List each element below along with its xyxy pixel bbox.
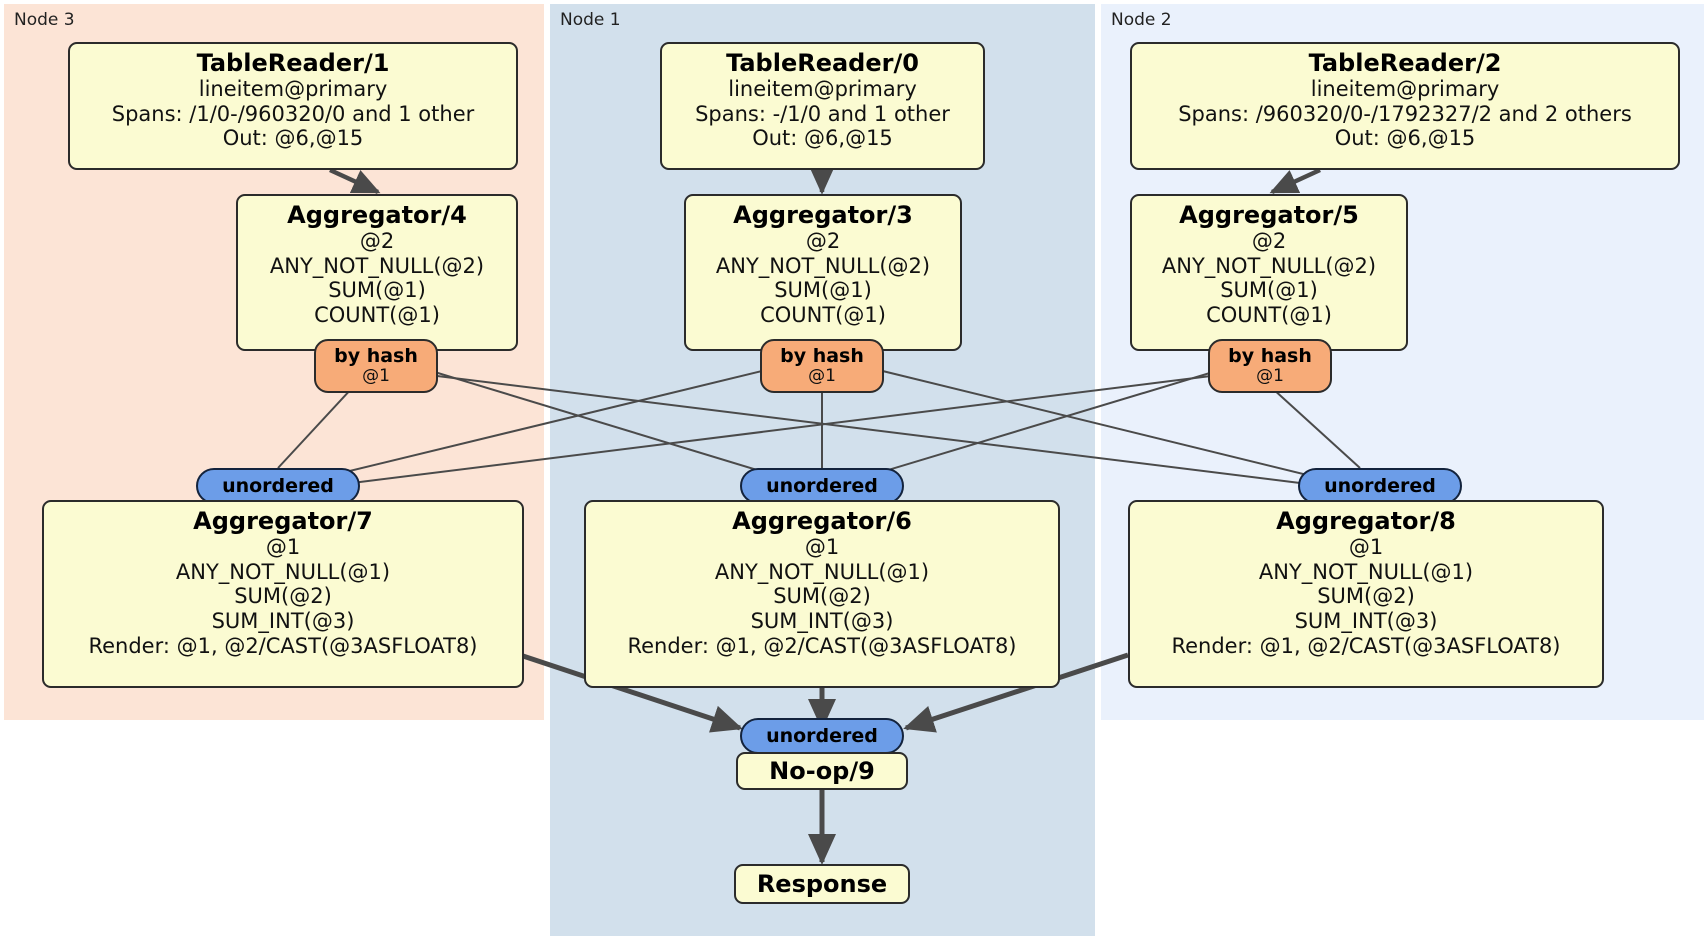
processor-detail-line: Out: @6,@15	[752, 126, 893, 151]
stream-unordered-final[interactable]: unordered	[740, 718, 904, 754]
router-column-label: @1	[362, 366, 390, 387]
processor-title: Aggregator/4	[287, 201, 467, 229]
processor-detail-line: Render: @1, @2/CAST(@3ASFLOAT8)	[1171, 633, 1561, 658]
processor-aggregator-4[interactable]: Aggregator/4 @2 ANY_NOT_NULL(@2) SUM(@1)…	[236, 194, 518, 351]
processor-detail-line: ANY_NOT_NULL(@1)	[175, 559, 391, 584]
processor-detail-line: SUM(@1)	[328, 278, 426, 303]
processor-aggregator-5[interactable]: Aggregator/5 @2 ANY_NOT_NULL(@2) SUM(@1)…	[1130, 194, 1408, 351]
stream-unordered-center[interactable]: unordered	[740, 468, 904, 504]
processor-detail-line: SUM(@1)	[1220, 278, 1318, 303]
router-column-label: @1	[808, 366, 836, 387]
stream-label: unordered	[222, 475, 334, 497]
processor-detail-line: ANY_NOT_NULL(@2)	[1161, 253, 1377, 278]
processor-detail-line: Render: @1, @2/CAST(@3ASFLOAT8)	[627, 633, 1017, 658]
processor-detail-line: SUM(@2)	[773, 584, 871, 609]
processor-aggregator-3[interactable]: Aggregator/3 @2 ANY_NOT_NULL(@2) SUM(@1)…	[684, 194, 962, 351]
processor-table-reader-1[interactable]: TableReader/1 lineitem@primary Spans: /1…	[68, 42, 518, 170]
processor-detail-line: SUM_INT(@3)	[211, 609, 355, 633]
processor-noop-9[interactable]: No-op/9	[736, 752, 908, 790]
processor-detail-line: SUM(@2)	[234, 584, 332, 609]
processor-aggregator-7[interactable]: Aggregator/7 @1 ANY_NOT_NULL(@1) SUM(@2)…	[42, 500, 524, 688]
processor-title: Aggregator/5	[1179, 201, 1359, 229]
processor-title: TableReader/2	[1308, 49, 1502, 77]
processor-detail-line: COUNT(@1)	[314, 303, 440, 327]
processor-title: Aggregator/7	[193, 507, 373, 535]
processor-detail-line: lineitem@primary	[728, 77, 917, 102]
processor-response[interactable]: Response	[734, 864, 910, 904]
processor-title: Aggregator/3	[733, 201, 913, 229]
node-panel-label-node3: Node 3	[14, 10, 75, 30]
processor-detail-line: ANY_NOT_NULL(@1)	[1258, 559, 1474, 584]
processor-detail-line: ANY_NOT_NULL(@2)	[715, 253, 931, 278]
stream-unordered-right[interactable]: unordered	[1298, 468, 1462, 504]
processor-detail-line: @2	[805, 229, 841, 254]
processor-detail-line: SUM(@1)	[774, 278, 872, 303]
processor-detail-line: SUM_INT(@3)	[1294, 609, 1438, 633]
router-type-label: by hash	[1228, 344, 1312, 367]
stream-label: unordered	[766, 475, 878, 497]
processor-aggregator-8[interactable]: Aggregator/8 @1 ANY_NOT_NULL(@1) SUM(@2)…	[1128, 500, 1604, 688]
processor-detail-line: ANY_NOT_NULL(@2)	[269, 253, 485, 278]
processor-detail-line: Spans: /1/0-/960320/0 and 1 other	[111, 101, 475, 126]
processor-detail-line: ANY_NOT_NULL(@1)	[714, 559, 930, 584]
processor-detail-line: COUNT(@1)	[760, 303, 886, 327]
router-type-label: by hash	[780, 344, 864, 367]
processor-detail-line: Render: @1, @2/CAST(@3ASFLOAT8)	[88, 633, 478, 658]
router-column-label: @1	[1256, 366, 1284, 387]
router-by-hash-center[interactable]: by hash @1	[760, 339, 884, 393]
node-panel-label-node2: Node 2	[1111, 10, 1172, 30]
processor-title: TableReader/0	[726, 49, 919, 77]
processor-table-reader-0[interactable]: TableReader/0 lineitem@primary Spans: -/…	[660, 42, 985, 170]
processor-detail-line: @1	[265, 535, 301, 560]
processor-detail-line: SUM_INT(@3)	[750, 609, 894, 633]
router-by-hash-right[interactable]: by hash @1	[1208, 339, 1332, 393]
stream-label: unordered	[766, 725, 878, 747]
processor-title: Aggregator/6	[732, 507, 912, 535]
processor-detail-line: @1	[804, 535, 840, 560]
processor-detail-line: lineitem@primary	[198, 77, 388, 102]
router-type-label: by hash	[334, 344, 418, 367]
processor-table-reader-2[interactable]: TableReader/2 lineitem@primary Spans: /9…	[1130, 42, 1680, 170]
processor-title: Response	[756, 870, 888, 898]
router-by-hash-left[interactable]: by hash @1	[314, 339, 438, 393]
node-panel-label-node1: Node 1	[560, 10, 621, 30]
processor-detail-line: @2	[359, 229, 395, 254]
processor-detail-line: COUNT(@1)	[1206, 303, 1332, 327]
processor-detail-line: Out: @6,@15	[222, 126, 364, 151]
processor-detail-line: SUM(@2)	[1317, 584, 1415, 609]
processor-detail-line: lineitem@primary	[1310, 77, 1500, 102]
processor-title: No-op/9	[769, 757, 875, 785]
processor-detail-line: @2	[1251, 229, 1287, 254]
processor-detail-line: Spans: -/1/0 and 1 other	[695, 101, 950, 126]
processor-detail-line: @1	[1348, 535, 1384, 560]
stream-unordered-left[interactable]: unordered	[196, 468, 360, 504]
processor-detail-line: Spans: /960320/0-/1792327/2 and 2 others	[1178, 101, 1632, 126]
stream-label: unordered	[1324, 475, 1436, 497]
processor-title: TableReader/1	[196, 49, 390, 77]
processor-title: Aggregator/8	[1276, 507, 1456, 535]
processor-detail-line: Out: @6,@15	[1334, 126, 1476, 151]
processor-aggregator-6[interactable]: Aggregator/6 @1 ANY_NOT_NULL(@1) SUM(@2)…	[584, 500, 1060, 688]
